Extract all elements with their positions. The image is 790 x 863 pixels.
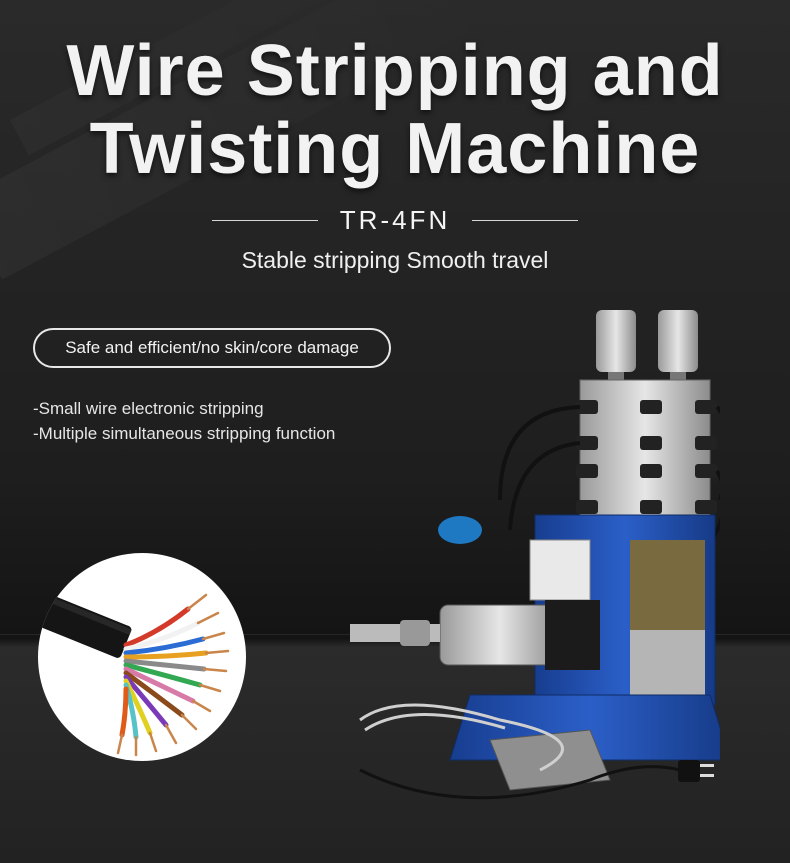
cable-image	[38, 553, 246, 761]
feature-item: -Multiple simultaneous stripping functio…	[33, 424, 336, 443]
subtitle: Stable stripping Smooth travel	[241, 247, 549, 273]
divider-left	[211, 219, 318, 221]
feature-item: -Small wire electronic stripping	[33, 399, 264, 418]
model-number: TR-4FN	[339, 204, 451, 235]
stripping-machine-illustration	[350, 310, 720, 800]
feature-badge: Safe and efficient/no skin/core damage	[33, 328, 391, 368]
divider-right	[472, 219, 579, 221]
model-row: TR-4FN	[0, 200, 790, 240]
multicore-cable-illustration	[38, 587, 230, 757]
title-line-1: Wire Stripping and	[66, 31, 724, 111]
title-line-2: Twisting Machine	[89, 109, 701, 189]
product-title: Wire Stripping and Twisting Machine	[0, 32, 790, 188]
